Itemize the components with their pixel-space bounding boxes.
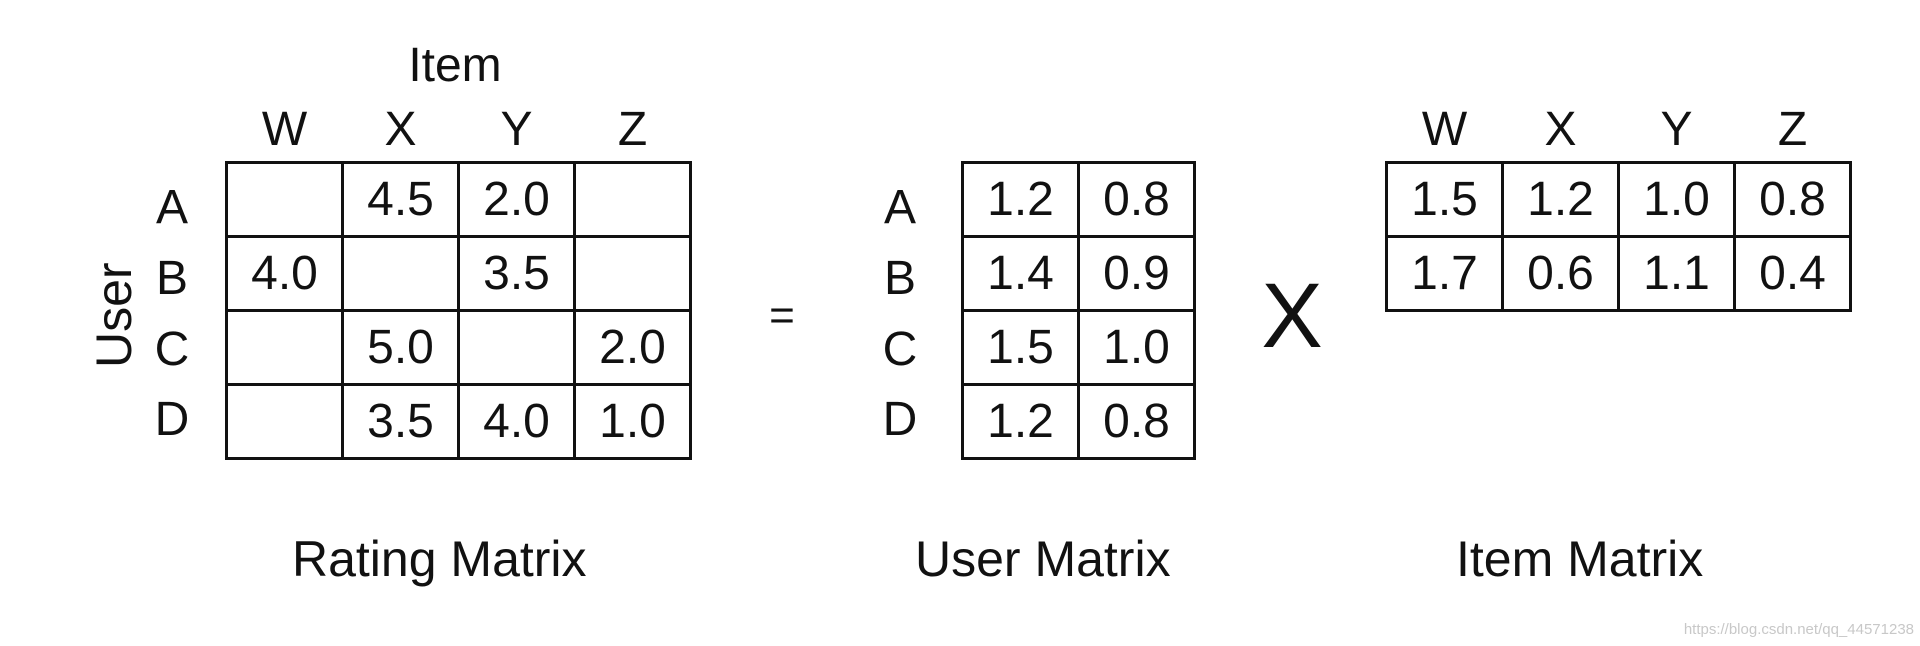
item-col-header-w: W: [1421, 103, 1468, 156]
user-matrix-caption: User Matrix: [915, 531, 1171, 587]
user-cell: 0.8: [1077, 161, 1196, 238]
rating-cell: [457, 309, 576, 386]
rating-cell: [341, 235, 460, 312]
user-cell: 1.2: [961, 161, 1080, 238]
rating-col-header-z: Z: [617, 103, 648, 156]
rating-cell: [573, 235, 692, 312]
item-axis-label: Item: [408, 39, 502, 92]
rating-cell: 2.0: [457, 161, 576, 238]
user-row-label-b: B: [883, 252, 916, 305]
item-cell: 1.0: [1617, 161, 1736, 238]
user-row-label-a: A: [883, 181, 916, 234]
user-row-label-c: C: [882, 323, 918, 376]
rating-cell: [225, 161, 344, 238]
rating-cell: 4.0: [225, 235, 344, 312]
user-cell: 0.8: [1077, 383, 1196, 460]
rating-cell: [573, 161, 692, 238]
item-col-header-z: Z: [1777, 103, 1808, 156]
user-cell: 0.9: [1077, 235, 1196, 312]
item-matrix-caption: Item Matrix: [1456, 531, 1704, 587]
user-cell: 1.2: [961, 383, 1080, 460]
user-cell: 1.0: [1077, 309, 1196, 386]
table-row: 4.5 2.0: [225, 161, 692, 238]
table-row: 1.2 0.8: [961, 383, 1196, 460]
rating-row-label-a: A: [155, 181, 188, 234]
item-cell: 1.1: [1617, 235, 1736, 312]
rating-col-header-w: W: [261, 103, 308, 156]
item-cell: 1.7: [1385, 235, 1504, 312]
user-row-label-d: D: [882, 393, 918, 446]
user-matrix-table: 1.2 0.8 1.4 0.9 1.5 1.0 1.2 0.8: [961, 161, 1196, 460]
rating-row-label-b: B: [155, 252, 188, 305]
table-row: 1.4 0.9: [961, 235, 1196, 312]
table-row: 3.5 4.0 1.0: [225, 383, 692, 460]
item-cell: 1.5: [1385, 161, 1504, 238]
rating-cell: 4.0: [457, 383, 576, 460]
item-cell: 1.2: [1501, 161, 1620, 238]
rating-col-header-x: X: [384, 103, 417, 156]
rating-cell: 2.0: [573, 309, 692, 386]
user-axis-label: User: [86, 262, 142, 368]
rating-cell: 4.5: [341, 161, 460, 238]
multiply-symbol: X: [1261, 265, 1323, 367]
rating-row-label-d: D: [154, 393, 190, 446]
rating-cell: [225, 309, 344, 386]
table-row: 1.7 0.6 1.1 0.4: [1385, 235, 1852, 312]
rating-cell: 3.5: [457, 235, 576, 312]
table-row: 4.0 3.5: [225, 235, 692, 312]
table-row: 1.5 1.2 1.0 0.8: [1385, 161, 1852, 238]
item-cell: 0.4: [1733, 235, 1852, 312]
rating-matrix-table: 4.5 2.0 4.0 3.5 5.0 2.0 3.5 4.0 1.0: [225, 161, 692, 460]
item-cell: 0.6: [1501, 235, 1620, 312]
rating-col-header-y: Y: [500, 103, 533, 156]
rating-cell: [225, 383, 344, 460]
rating-cell: 3.5: [341, 383, 460, 460]
rating-cell: 1.0: [573, 383, 692, 460]
table-row: 5.0 2.0: [225, 309, 692, 386]
item-cell: 0.8: [1733, 161, 1852, 238]
watermark-url: https://blog.csdn.net/qq_44571238: [1683, 621, 1914, 638]
table-row: 1.5 1.0: [961, 309, 1196, 386]
rating-matrix-caption: Rating Matrix: [292, 531, 587, 587]
equals-symbol: =: [769, 291, 795, 340]
item-matrix-table: 1.5 1.2 1.0 0.8 1.7 0.6 1.1 0.4: [1385, 161, 1852, 312]
item-col-header-x: X: [1544, 103, 1577, 156]
user-cell: 1.4: [961, 235, 1080, 312]
rating-cell: 5.0: [341, 309, 460, 386]
table-row: 1.2 0.8: [961, 161, 1196, 238]
user-cell: 1.5: [961, 309, 1080, 386]
rating-row-label-c: C: [154, 323, 190, 376]
item-col-header-y: Y: [1660, 103, 1693, 156]
